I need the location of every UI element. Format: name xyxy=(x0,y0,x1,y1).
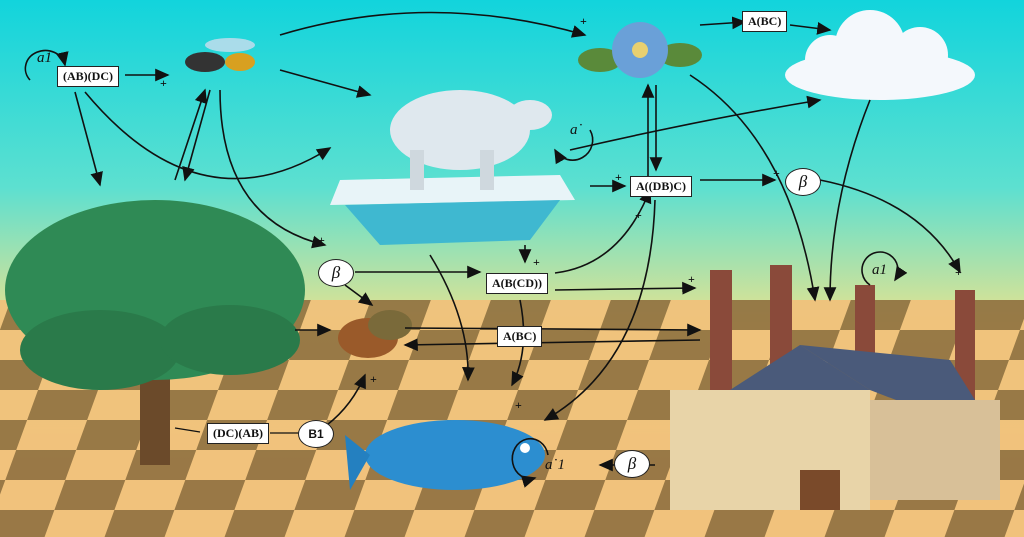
plus-sign: + xyxy=(615,170,622,184)
node-beta-left[interactable]: β xyxy=(318,259,354,287)
node-dc-ab[interactable]: (DC)(AB) xyxy=(207,423,269,444)
factory-illustration xyxy=(670,265,1000,510)
node-a-bc-top[interactable]: A(BC) xyxy=(742,11,788,32)
wasp-illustration xyxy=(185,38,255,72)
flower-illustration xyxy=(578,22,702,78)
node-a-db-c[interactable]: A((DB)C) xyxy=(630,176,692,197)
acorn-illustration xyxy=(338,310,412,358)
node-beta-right[interactable]: β xyxy=(785,168,821,196)
cloud-illustration xyxy=(785,10,975,100)
plus-sign: + xyxy=(773,166,780,180)
plus-sign: + xyxy=(688,272,695,286)
node-b1[interactable]: B1 xyxy=(298,420,334,448)
loop-label-a1-factory: a1 xyxy=(872,262,887,278)
plus-sign: + xyxy=(955,265,962,279)
plus-sign: + xyxy=(635,208,642,222)
node-beta-bottom[interactable]: β xyxy=(614,450,650,478)
polar-bear-on-iceberg xyxy=(330,90,575,245)
loop-label-a-bear: a˙ xyxy=(570,122,583,138)
plus-sign: + xyxy=(580,14,587,28)
plus-sign: + xyxy=(515,398,522,412)
tree-illustration xyxy=(5,200,305,465)
plus-sign: + xyxy=(318,233,325,247)
fish-illustration xyxy=(345,420,545,490)
node-a-bc-mid[interactable]: A(BC) xyxy=(497,326,543,347)
node-a-b-cd[interactable]: A(B(CD)) xyxy=(486,273,548,294)
loop-label-a1-fish: a˙1 xyxy=(545,457,565,473)
node-ab-dc[interactable]: (AB)(DC) xyxy=(57,66,119,87)
plus-sign: + xyxy=(533,255,540,269)
plus-sign: + xyxy=(370,372,377,386)
plus-sign: + xyxy=(160,76,167,90)
loop-label-a1-top: a1 xyxy=(37,50,52,66)
